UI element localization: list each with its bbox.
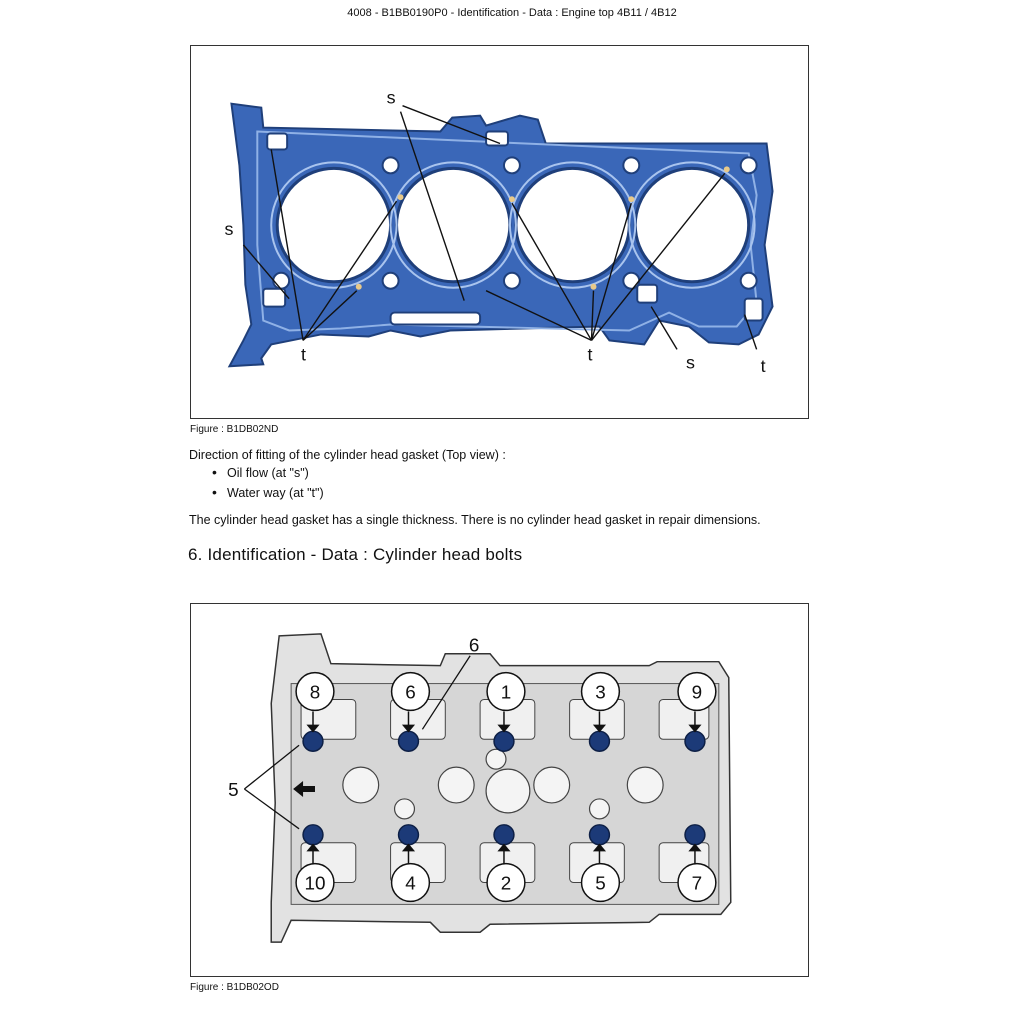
gasket-illustration: s s s t t t xyxy=(224,88,774,376)
bolt-number-label: 8 xyxy=(310,682,321,703)
figure1-caption: Figure : B1DB02ND xyxy=(190,424,279,435)
bolt-2 xyxy=(493,824,515,846)
bolt-10 xyxy=(302,824,324,846)
label-t-center: t xyxy=(588,344,593,364)
label-s-left: s xyxy=(224,219,233,239)
bolt-9 xyxy=(684,730,706,752)
bolt-6 xyxy=(397,730,420,752)
bolt-number-label: 5 xyxy=(595,873,606,894)
bolt-number-label: 1 xyxy=(501,682,512,703)
callout-6: 6 xyxy=(469,636,480,657)
bolt-number-label: 9 xyxy=(692,682,703,703)
bolt-7 xyxy=(684,824,706,846)
label-s-right: s xyxy=(686,352,695,372)
list-item: Water way (at "t") xyxy=(212,483,324,503)
bolt-number-label: 3 xyxy=(595,682,606,703)
gasket-figure: s s s t t t xyxy=(190,45,809,419)
bore-1 xyxy=(275,166,393,284)
bolt-3 xyxy=(588,730,611,752)
bolt-4 xyxy=(397,824,420,846)
cylinder-head-illustration: 8 6 1 3 9 10 4 2 5 7 6 5 xyxy=(228,633,732,943)
label-t-left: t xyxy=(301,344,306,364)
page-header: 4008 - B1BB0190P0 - Identification - Dat… xyxy=(347,7,677,19)
bolt-number-label: 10 xyxy=(304,873,325,894)
fitting-direction-intro: Direction of fitting of the cylinder hea… xyxy=(189,448,506,462)
callout-5: 5 xyxy=(228,780,239,801)
bolt-number-label: 6 xyxy=(405,682,416,703)
bolt-number-label: 2 xyxy=(501,873,512,894)
thickness-note: The cylinder head gasket has a single th… xyxy=(189,513,761,527)
fitting-direction-list: Oil flow (at "s") Water way (at "t") xyxy=(212,463,324,503)
label-s-top: s xyxy=(387,88,396,108)
bore-2 xyxy=(395,166,512,284)
bolt-number-label: 7 xyxy=(692,873,703,894)
bolt-number-label: 4 xyxy=(405,873,416,894)
head-bolts-figure: 8 6 1 3 9 10 4 2 5 7 6 5 xyxy=(190,603,809,977)
arrow-left-icon xyxy=(293,781,315,797)
list-item: Oil flow (at "s") xyxy=(212,463,324,483)
bolt-1 xyxy=(493,730,515,752)
section-title: 6. Identification - Data : Cylinder head… xyxy=(188,545,523,564)
figure2-caption: Figure : B1DB02OD xyxy=(190,982,279,993)
bore-3 xyxy=(514,166,631,284)
label-t-right: t xyxy=(761,356,766,376)
bolt-8 xyxy=(302,730,324,752)
bolt-5 xyxy=(588,824,611,846)
